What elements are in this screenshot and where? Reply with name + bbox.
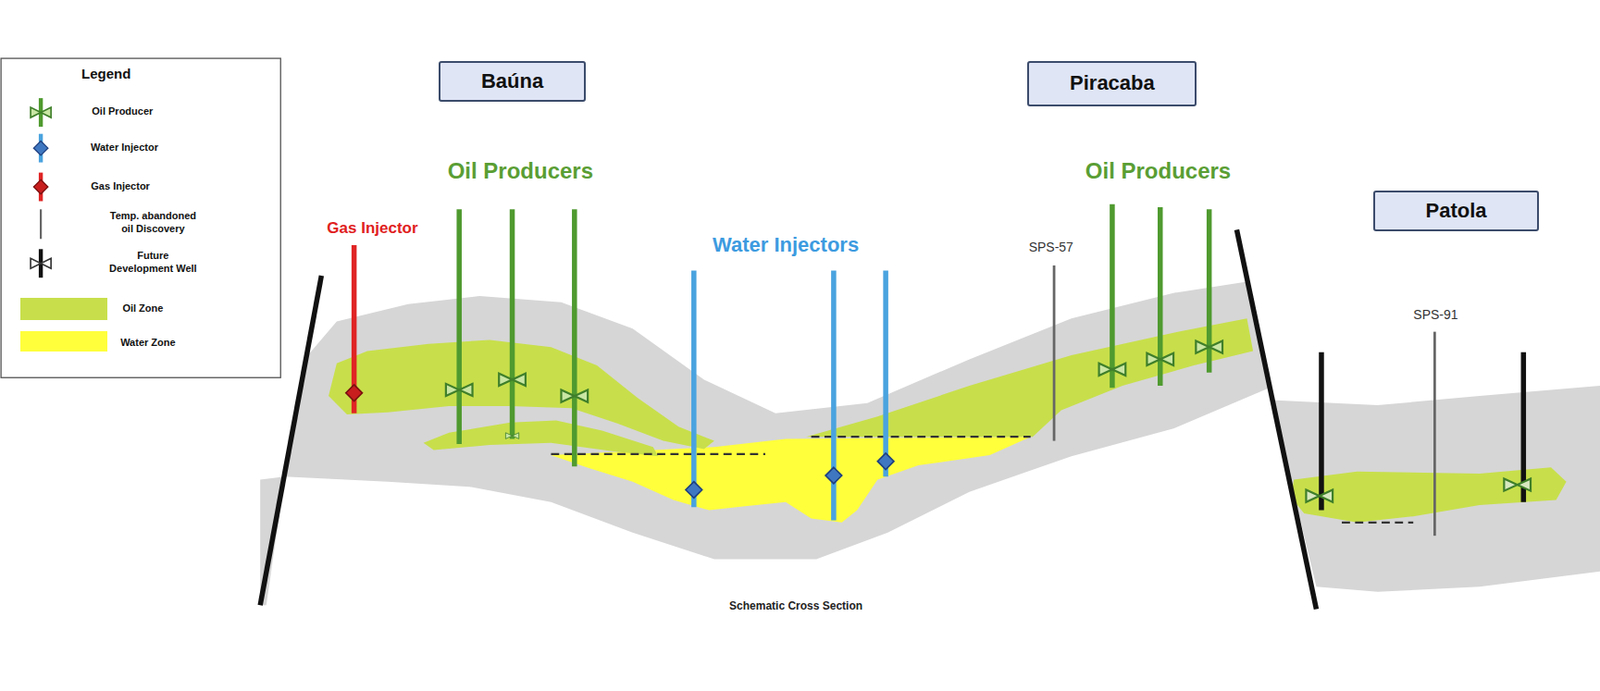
well-group-label: Oil Producers	[1085, 158, 1231, 185]
legend-symbol	[33, 179, 48, 194]
valve-symbol	[498, 373, 526, 386]
injector-symbol	[346, 384, 363, 402]
oil-producer-well	[456, 209, 462, 445]
future-well	[1521, 352, 1527, 503]
field-name-box: Patola	[1373, 190, 1540, 232]
injector-symbol	[825, 467, 843, 484]
valve-symbol	[1195, 341, 1223, 354]
valve-symbol	[1146, 353, 1174, 366]
legend-text: Gas Injector	[64, 180, 176, 194]
well-group-label: Gas Injector	[326, 219, 418, 238]
legend-symbol	[39, 209, 42, 239]
abandoned-well	[1053, 265, 1056, 442]
valve-symbol	[505, 433, 519, 440]
field-name: Baúna	[481, 69, 544, 94]
fluid-contact	[550, 453, 766, 456]
legend-swatch	[20, 297, 108, 321]
field-name-box: Piracaba	[1027, 61, 1197, 108]
oil-zone	[806, 318, 1253, 437]
legend-text: Future Development Well	[104, 250, 201, 277]
water-injector-well	[691, 270, 697, 508]
legend-text: Temp. abandoned oil Discovery	[102, 210, 203, 237]
legend-text: Oil Zone	[96, 302, 189, 316]
well-name: SPS-57	[1029, 239, 1074, 255]
oil-producer-well	[509, 209, 516, 439]
legend-symbol	[30, 258, 51, 269]
legend-symbol	[33, 140, 48, 155]
legend-frame	[0, 58, 281, 378]
legend-symbol	[30, 107, 51, 118]
legend-text: Water Injector	[69, 141, 181, 155]
field-name-box: Baúna	[438, 61, 587, 102]
oil-producer-well	[1109, 204, 1116, 388]
water-injector-well	[882, 270, 889, 477]
figure-caption: Schematic Cross Section	[729, 599, 863, 613]
valve-symbol	[560, 389, 588, 402]
future-well	[1318, 352, 1325, 511]
valve-symbol	[1503, 478, 1531, 491]
well-name: SPS-91	[1413, 307, 1458, 323]
fault-line	[260, 275, 322, 606]
valve-symbol	[446, 384, 473, 397]
well-group-label: Oil Producers	[447, 158, 594, 185]
legend-text: Oil Producer	[66, 105, 178, 119]
rock-formation	[285, 282, 1270, 560]
field-name: Piracaba	[1069, 71, 1155, 96]
oil-producer-well	[571, 209, 578, 467]
legend-text: Water Zone	[101, 336, 195, 350]
injector-symbol	[685, 482, 703, 499]
injector-symbol	[877, 453, 894, 471]
valve-symbol	[1099, 363, 1127, 376]
valve-symbol	[1305, 490, 1333, 503]
fluid-contact	[811, 435, 1031, 438]
fault-line	[1236, 229, 1316, 609]
abandoned-well	[1433, 332, 1437, 537]
fluid-contact	[1341, 521, 1414, 524]
legend-title: Legend	[81, 65, 131, 82]
field-name: Patola	[1425, 198, 1487, 224]
well-group-label: Water Injectors	[712, 233, 859, 258]
legend-swatch	[20, 331, 108, 352]
